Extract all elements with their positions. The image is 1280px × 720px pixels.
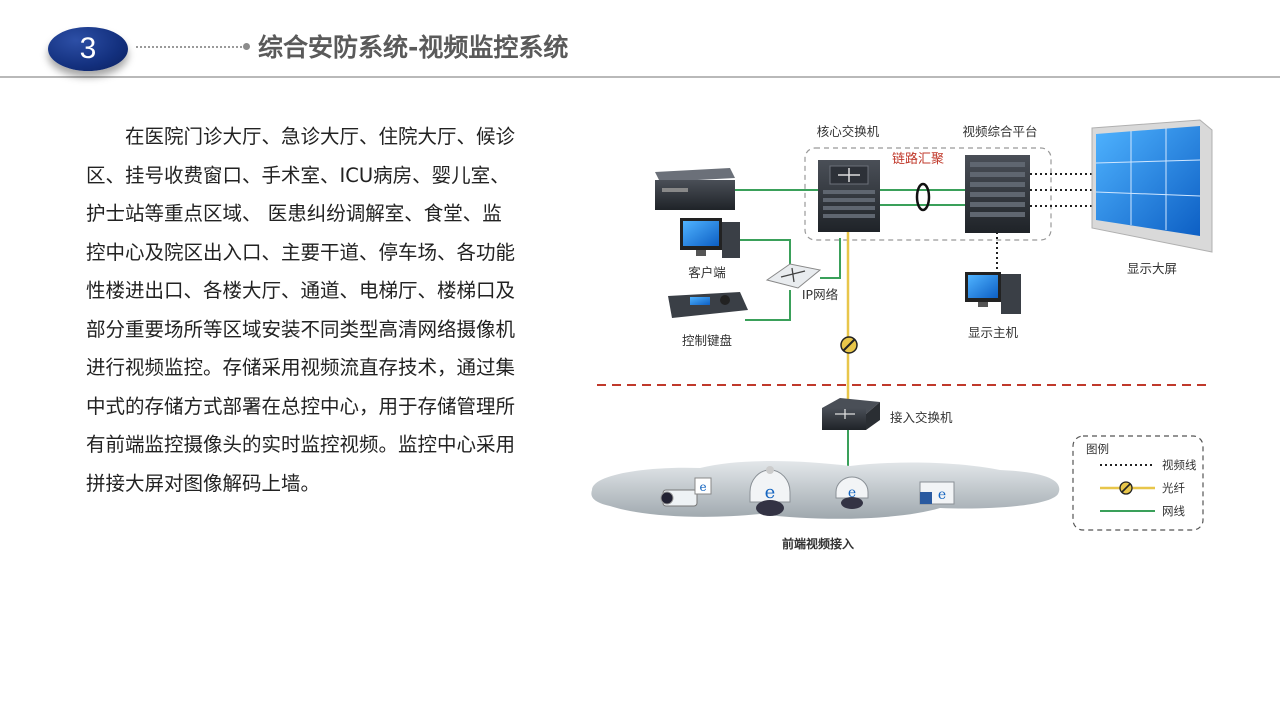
svg-text:e: e: [765, 482, 776, 503]
control-keyboard-icon: [668, 292, 748, 318]
label-display-wall: 显示大屏: [1127, 261, 1177, 276]
box-camera-icon: e: [919, 481, 955, 505]
legend-fiber-coupler-icon: [1119, 481, 1133, 495]
label-link-aggregation: 链路汇聚: [892, 151, 944, 167]
title-dotted-leader: [136, 46, 246, 48]
svg-text:e: e: [699, 480, 706, 494]
label-display-host: 显示主机: [968, 325, 1019, 340]
display-wall-icon: [1091, 119, 1213, 253]
legend-label-network-line: 网线: [1162, 504, 1185, 518]
header-divider: [0, 76, 1280, 78]
bullet-camera-icon: e: [660, 477, 712, 507]
label-access-switch: 接入交换机: [890, 410, 953, 425]
legend-label-video-line: 视频线: [1162, 458, 1197, 472]
svg-text:e: e: [938, 487, 946, 503]
core-group-border: [804, 147, 1052, 241]
ip-network-switch-icon: [765, 263, 822, 289]
core-switch-icon: [818, 160, 880, 232]
dome-camera-small-icon: e: [835, 476, 869, 509]
client-computer-icon: [680, 218, 740, 258]
page-title: 综合安防系统-视频监控系统: [258, 33, 569, 62]
access-switch-icon: [822, 398, 880, 430]
legend-box: [1072, 435, 1204, 531]
display-host-icon: [965, 272, 1021, 314]
label-control-keyboard: 控制键盘: [682, 333, 732, 348]
fiber-coupler-icon: [840, 336, 858, 354]
network-cable-lines: [733, 189, 965, 468]
legend-title: 图例: [1086, 442, 1109, 456]
video-cable-lines: [996, 173, 1092, 272]
slide-number-badge: 3: [48, 27, 128, 71]
description-paragraph: 在医院门诊大厅、急诊大厅、住院大厅、候诊区、挂号收费窗口、手术室、ICU病房、婴…: [86, 125, 516, 495]
video-platform-icon: [965, 155, 1030, 233]
legend-label-fiber: 光纤: [1162, 481, 1185, 495]
front-end-cloud: [591, 461, 1060, 519]
dome-camera-large-icon: e: [749, 466, 791, 516]
label-front-end: 前端视频接入: [782, 536, 854, 551]
svg-text:e: e: [848, 485, 856, 501]
link-aggregation-ring: [915, 182, 931, 212]
label-video-platform: 视频综合平台: [962, 124, 1037, 139]
title-leader-dot: [243, 43, 250, 50]
label-ip-network: IP网络: [802, 287, 839, 302]
label-client: 客户端: [688, 265, 726, 280]
recorder-device-icon: [655, 168, 735, 210]
diagram-canvas: e e e e 核心交换机 视频综合平台 链路汇聚 客户端 IP网络 控制键盘 …: [591, 119, 1213, 551]
label-core-switch: 核心交换机: [817, 124, 880, 139]
network-diagram: e e e e 核心交换机 视频综合平台 链路汇聚 客户端 IP网络 控制键盘 …: [585, 115, 1225, 560]
